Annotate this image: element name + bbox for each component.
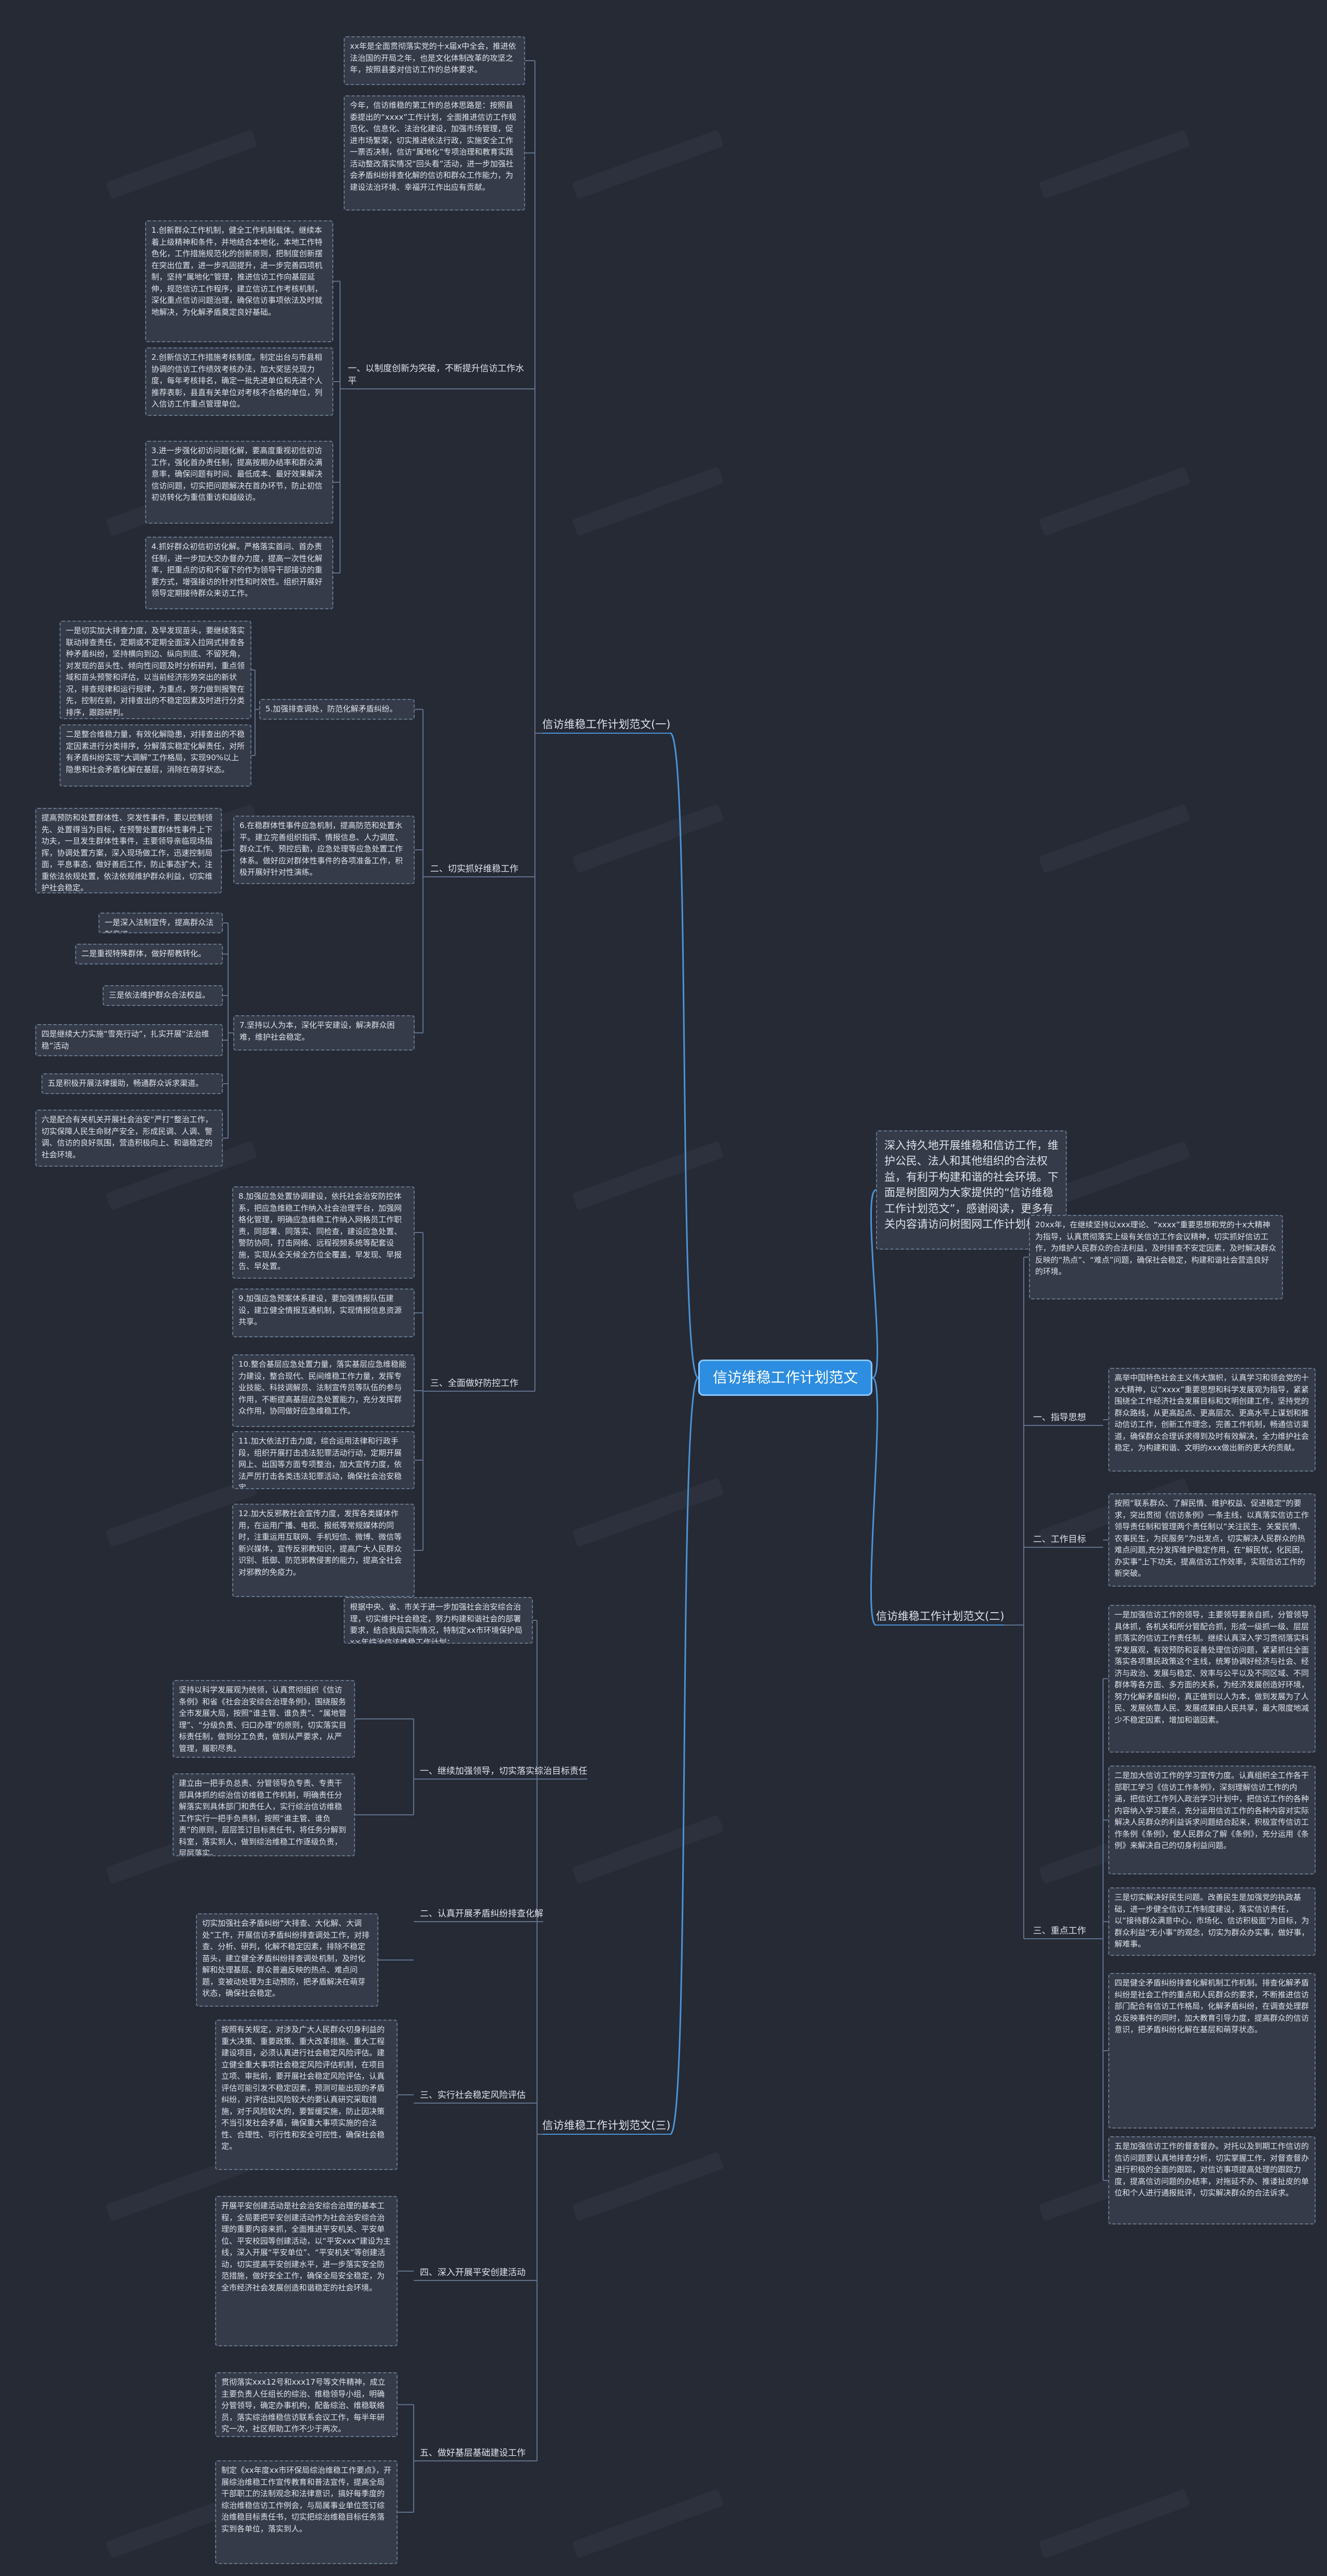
plan2-lead: 20xx年，在继续坚持以xxx理论、“xxxx”重要思想和党的十x大精神为指导，… <box>1029 1215 1283 1299</box>
plan3-section-5[interactable]: 五、做好基层基础建设工作 <box>420 2448 526 2458</box>
branch-plan-3[interactable]: 信访维稳工作计划范文(三) <box>542 2119 671 2132</box>
plan2-s3-item-3: 三是切实解决好民生问题。改善民生是加强党的执政基础，进一步健全信访工作制度建设，… <box>1108 1887 1316 1956</box>
plan3-s1-item-1: 坚持以科学发展观为统领，认真贯彻组织《信访条例》和省《社会治安综合治理条例》，围… <box>173 1680 355 1758</box>
plan1-s2-sub7-6: 六是配合有关机关开展社会治安“严打”整治工作，切实保障人民生命财产安全，形成民调… <box>35 1110 223 1167</box>
plan1-s3-item-9: 9.加强应急预案体系建设，要加强情报队伍建设，建立健全情报互通机制，实现情报信息… <box>232 1289 415 1337</box>
plan1-s2-sub7-5: 五是积极开展法律援助，畅通群众诉求渠道。 <box>41 1073 223 1094</box>
branch-plan-1[interactable]: 信访维稳工作计划范文(一) <box>542 718 671 731</box>
plan1-s1-item-4: 4.抓好群众初信初访化解。严格落实首问、首办责任制，进一步加大交办督办力度，提高… <box>145 537 333 609</box>
plan1-s2-sub6-1: 提高预防和处置群体性、突发性事件，要以控制领先、处置得当为目标，在预警处置群体性… <box>35 808 222 893</box>
plan3-s3-item-1: 按照有关规定，对涉及广大人民群众切身利益的重大决策、重要政策、重大改革措施、重大… <box>215 2020 398 2170</box>
plan1-lead-2: 今年，信访维稳的第工作的总体思路是：按照县委提出的“xxxx”工作计划，全面推进… <box>344 95 525 211</box>
plan2-s2-text: 按照“联系群众、了解民情、维护权益、促进稳定”的要求，突出贯彻《信访条例》一条主… <box>1108 1493 1316 1587</box>
plan3-section-4[interactable]: 四、深入开展平安创建活动 <box>420 2267 526 2278</box>
plan1-s1-item-1: 1.创新群众工作机制，健全工作机制载体。继续本着上级精神和条件，并地结合本地化，… <box>145 220 333 342</box>
plan3-s1-item-2: 建立由一把手负总责、分管领导负专责、专责干部具体抓的综治信访维稳工作机制，明确责… <box>173 1773 355 1856</box>
plan3-s5-item-2: 制定《xx年度xx市环保局综治维稳工作要点》，开展综治维稳工作宣传教育和普法宣传… <box>215 2460 398 2564</box>
plan2-s3-item-4: 四是健全矛盾纠纷排查化解机制工作机制。排查化解矛盾纠纷是社会工作的重点和人民群众… <box>1108 1973 1316 2129</box>
plan1-s3-item-10: 10.整合基层应急处置力量，落实基层应急维稳能力建设，整合现代、民间维稳工作力量… <box>232 1354 415 1427</box>
branch-plan-2[interactable]: 信访维稳工作计划范文(二) <box>876 1610 1005 1622</box>
plan1-s2-sub7-3: 三是依法维护群众合法权益。 <box>103 985 223 1006</box>
plan1-s3-item-11: 11.加大依法打击力度，综合运用法律和行政手段，组织开展打击违法犯罪活动行动，定… <box>232 1431 415 1489</box>
plan2-s3-item-2: 二是加大信访工作的学习宣传力度。认真组织全工作各干部职工学习《信访工作条例》，深… <box>1108 1766 1316 1874</box>
plan3-s2-item-1: 切实加强社会矛盾纠纷“大排查、大化解、大调处”工作，开展信访矛盾纠纷排查调处工作… <box>196 1913 378 2007</box>
plan1-lead-1: xx年是全面贯彻落实党的十x届x中全会，推进依法治国的开局之年，也是文化体制改革… <box>344 36 525 85</box>
root-topic[interactable]: 信访维稳工作计划范文 <box>698 1360 872 1396</box>
plan1-s2-sub5-2: 二是整合维稳力量，有效化解隐患，对排查出的不稳定因素进行分类排序，分解落实稳定化… <box>60 724 251 787</box>
plan2-s3-item-5: 五是加强信访工作的督查督办。对托以及到期工作信访的信访问题要认真地排查分析，切实… <box>1108 2136 1316 2224</box>
plan3-s5-item-1: 贯彻落实xxx12号和xxx17号等文件精神，成立主要负责人任组长的综治、维稳领… <box>215 2372 398 2437</box>
plan2-s3-item-1: 一是加强信访工作的领导，主要领导要亲自抓，分管领导具体抓，各机关和所分管配合抓，… <box>1108 1605 1316 1753</box>
plan1-s2-item-7: 7.坚持以人为本，深化平安建设，解决群众困难，维护社会稳定。 <box>233 1015 415 1051</box>
plan1-s2-sub7-4: 四是继续大力实施“雪亮行动”，扎实开展“法治维稳”活动 <box>35 1024 223 1056</box>
plan2-section-2[interactable]: 二、工作目标 <box>1033 1534 1086 1545</box>
plan1-section-3[interactable]: 三、全面做好防控工作 <box>430 1378 518 1389</box>
plan1-s3-item-12: 12.加大反邪教社会宣传力度，发挥各类媒体作用，在运用广播、电视、报纸等常规媒体… <box>232 1504 415 1597</box>
plan1-s1-item-3: 3.进一步强化初访问题化解，要高度重视初信初访工作，强化首办责任制，提高按期办结… <box>145 441 333 524</box>
plan1-section-1[interactable]: 一、以制度创新为突破，不断提升信访工作水平 <box>348 363 524 386</box>
plan3-section-2[interactable]: 二、认真开展矛盾纠纷排查化解 <box>420 1909 543 1919</box>
plan3-section-3[interactable]: 三、实行社会稳定风险评估 <box>420 2090 526 2101</box>
plan3-s4-item-1: 开展平安创建活动是社会治安综合治理的基本工程，全局要把平安创建活动作为社会治安综… <box>215 2196 398 2346</box>
plan2-s1-text: 高举中国特色社会主义伟大旗帜，认真学习和领会党的十x大精神，以“xxxx”重要思… <box>1108 1368 1316 1472</box>
plan1-section-2[interactable]: 二、切实抓好维稳工作 <box>430 864 518 874</box>
plan1-s3-item-8: 8.加强应急处置协调建设，依托社会治安防控体系，把应急维稳工作纳入社会治理平台，… <box>232 1186 415 1279</box>
plan2-section-3[interactable]: 三、重点工作 <box>1033 1926 1086 1936</box>
plan1-s2-sub5-1: 一是切实加大排查力度，及早发现苗头，要继续落实联动排查责任，定期或不定期全面深入… <box>60 621 251 719</box>
plan1-s2-sub7-2: 二是重视特殊群体，做好帮教转化。 <box>75 944 223 964</box>
plan1-s1-item-2: 2.创新信访工作措施考核制度。制定出台与市县相协调的信访工作绩效考核办法，加大奖… <box>145 347 333 416</box>
plan3-lead: 根据中央、省、市关于进一步加强社会治安综合治理，切实维护社会稳定，努力构建和谐社… <box>344 1597 533 1644</box>
plan2-section-1[interactable]: 一、指导思想 <box>1033 1412 1086 1423</box>
plan1-s2-item-5: 5.加强排查调处，防范化解矛盾纠纷。 <box>259 699 415 720</box>
plan1-s2-item-6: 6.在稳群体性事件应急机制，提高防范和处置水平。建立完善组织指挥、情报信息、人力… <box>233 816 415 884</box>
plan1-s2-sub7-1: 一是深入法制宣传，提高群众法制意识。 <box>98 913 223 933</box>
plan3-section-1[interactable]: 一、继续加强领导，切实落实综治目标责任 <box>420 1766 587 1776</box>
